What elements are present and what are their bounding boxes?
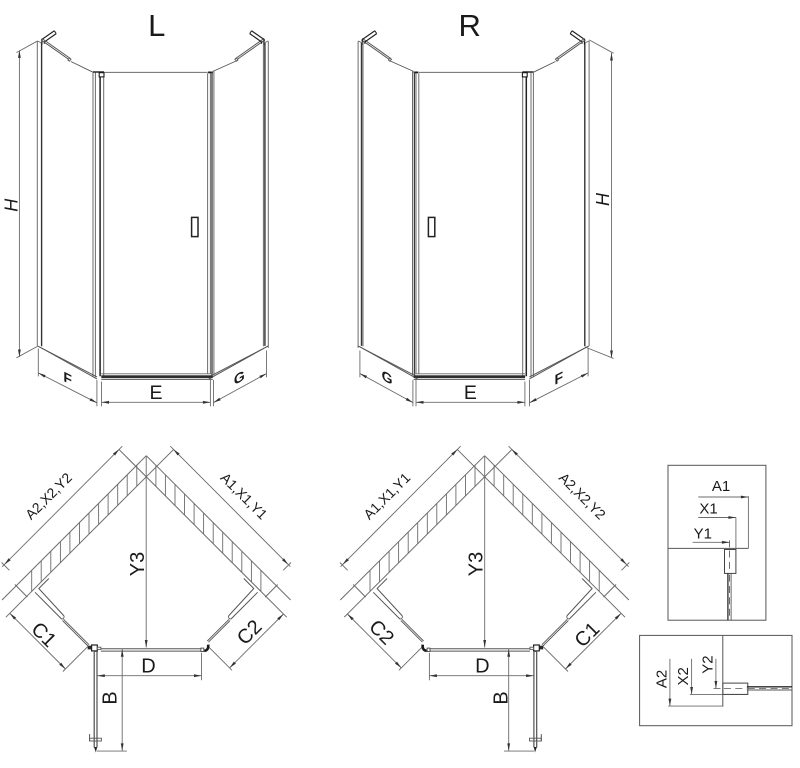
svg-text:E: E bbox=[149, 382, 162, 404]
svg-text:E: E bbox=[464, 382, 477, 404]
svg-text:D: D bbox=[475, 655, 489, 677]
svg-text:X1: X1 bbox=[699, 501, 717, 518]
svg-text:F: F bbox=[555, 370, 564, 389]
svg-text:Y1: Y1 bbox=[694, 526, 712, 543]
svg-text:L: L bbox=[148, 8, 165, 43]
svg-text:Y3: Y3 bbox=[127, 552, 149, 576]
svg-text:H: H bbox=[593, 192, 613, 206]
svg-text:A1: A1 bbox=[712, 478, 730, 495]
svg-text:B: B bbox=[100, 691, 122, 704]
svg-text:D: D bbox=[141, 655, 155, 677]
svg-text:X2: X2 bbox=[675, 667, 692, 685]
svg-text:G: G bbox=[382, 367, 393, 389]
svg-text:B: B bbox=[491, 691, 513, 704]
svg-text:R: R bbox=[459, 8, 481, 43]
svg-text:Y3: Y3 bbox=[465, 552, 487, 576]
svg-text:Y2: Y2 bbox=[699, 655, 716, 673]
svg-text:A2: A2 bbox=[653, 670, 670, 688]
svg-text:G: G bbox=[234, 367, 245, 389]
svg-text:H: H bbox=[2, 198, 22, 212]
svg-text:F: F bbox=[63, 370, 72, 389]
